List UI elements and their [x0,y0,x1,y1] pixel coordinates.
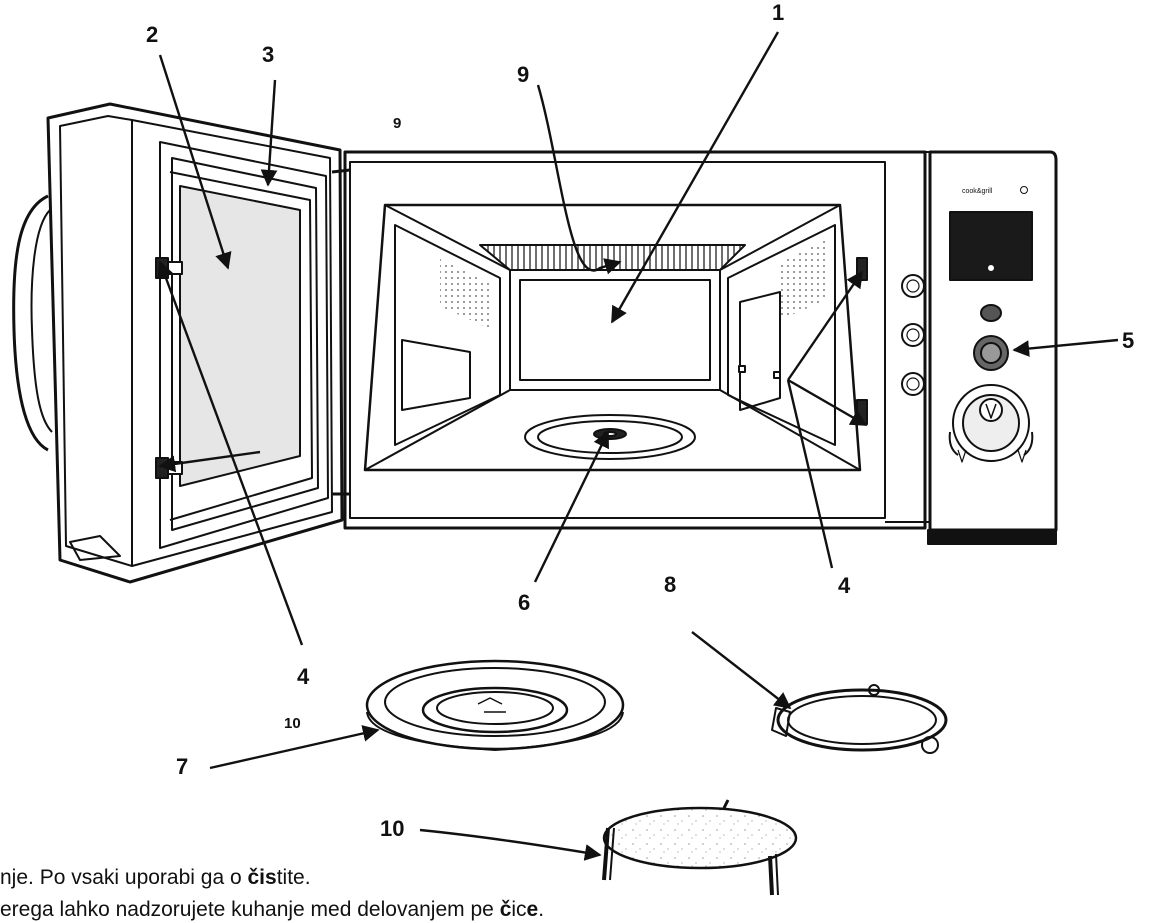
turntable-shaft-ring [524,414,696,460]
leader-6 [533,430,610,583]
leader-1 [610,31,780,324]
mica-cover [739,291,781,411]
callout-10: 10 [380,816,405,841]
leader-lines [157,31,1119,861]
control-button-2 [901,323,925,347]
glass-turntable [365,659,625,751]
door-latch-lower [155,457,169,479]
door-handle [12,194,49,452]
control-panel: cook&grill [901,150,1058,545]
leader-5 [1012,338,1119,357]
control-button-3 [901,372,925,396]
callout-7: 7 [176,754,189,779]
door [12,102,344,584]
roller-ring [771,684,948,754]
oven-body [343,150,931,530]
leader-4-left-a [157,260,304,646]
leader-4-right-b [787,270,863,381]
panel-brand-text: cook&grill [962,188,993,195]
door-glass [179,185,301,487]
callout-4-left: 4 [297,664,310,689]
callout-3: 3 [262,42,275,67]
leader-4-right-a [786,379,834,569]
callout-6: 6 [518,590,531,615]
leader-4-right-c [787,378,868,427]
callout-1: 1 [772,0,785,25]
leader-9 [536,84,622,275]
panel-small-button [980,304,1002,322]
callout-9-top: 9 [517,62,530,87]
callout-9-small: 9 [393,115,402,132]
callout-2: 2 [146,22,159,47]
leader-3 [260,79,278,187]
callout-5: 5 [1122,328,1135,353]
grill-rack [602,799,798,896]
callout-4-right: 4 [838,573,851,598]
caption-line-1: nje. Po vsaki uporabi ga o čistite. [0,866,311,889]
leader-10 [419,828,602,861]
cavity-top-grille [479,244,746,271]
leader-2 [158,54,232,270]
leader-4-left-b [158,450,261,473]
cavity-back-wall [509,269,721,391]
control-button-1 [901,274,925,298]
leader-8 [691,631,792,710]
caption-line-2: erega lahko nadzorujete kuhanje med delo… [0,898,545,921]
callout-8: 8 [664,572,677,597]
leader-7 [209,725,380,770]
start-dial [952,384,1030,462]
callout-10-small: 10 [284,715,301,732]
